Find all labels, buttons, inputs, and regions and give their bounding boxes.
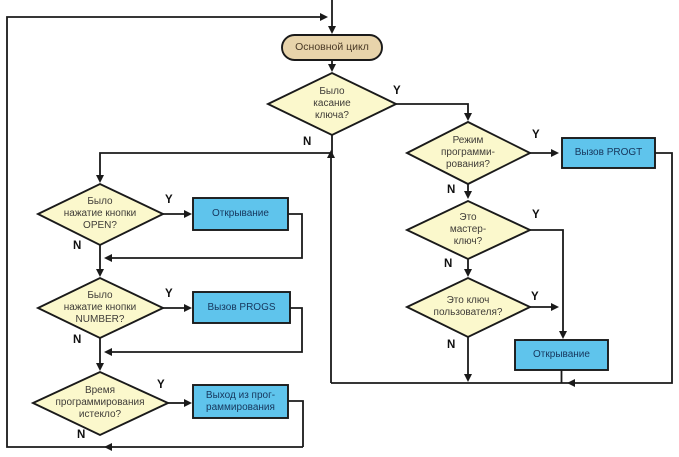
arrowheads [96, 13, 575, 451]
arrowhead [104, 348, 112, 356]
connector-exitprog-loop [288, 400, 304, 447]
arrowhead [551, 149, 559, 157]
process-open-left-shape [192, 197, 289, 231]
decision-user-key-shape [404, 276, 533, 339]
connector-progs-loop [112, 307, 303, 353]
connectors [6, 0, 673, 448]
arrowhead [464, 191, 472, 199]
arrowhead [567, 379, 575, 387]
connector-masterkey-yes [530, 229, 564, 331]
arrowhead [96, 175, 104, 183]
decision-open-btn-shape [35, 182, 166, 247]
arrowhead [464, 374, 472, 382]
connector-keytouch-no [99, 135, 333, 175]
terminal-start-shape [281, 34, 383, 61]
arrowhead [328, 64, 336, 72]
decision-master-key-shape [404, 199, 533, 261]
arrowhead [104, 254, 112, 262]
arrowhead [464, 269, 472, 277]
arrowhead [96, 269, 104, 277]
process-call-progs-shape [192, 291, 291, 324]
arrowhead [551, 303, 559, 311]
decision-key-touch-shape [265, 71, 399, 137]
node-shapes [30, 34, 656, 437]
arrowhead [184, 399, 192, 407]
arrowhead [104, 443, 112, 451]
process-open-right-shape [514, 339, 609, 371]
arrowhead [328, 26, 336, 34]
process-exit-prog-shape [192, 384, 289, 419]
arrowhead [96, 363, 104, 371]
process-call-progt-shape [561, 137, 656, 169]
arrowhead [184, 210, 192, 218]
decision-number-btn-shape [35, 276, 166, 340]
connector-keytouch-yes [396, 103, 469, 113]
connector-openleft-loop [112, 213, 303, 259]
arrowhead [184, 304, 192, 312]
arrowhead [320, 13, 328, 21]
connector-progt-merge [331, 152, 673, 384]
decision-time-expired-shape [30, 370, 171, 437]
decision-prog-mode-shape [404, 120, 533, 186]
arrowhead [327, 150, 335, 158]
connector-main-loop-feedback [6, 16, 320, 448]
arrowhead [559, 331, 567, 339]
arrowhead [464, 113, 472, 121]
